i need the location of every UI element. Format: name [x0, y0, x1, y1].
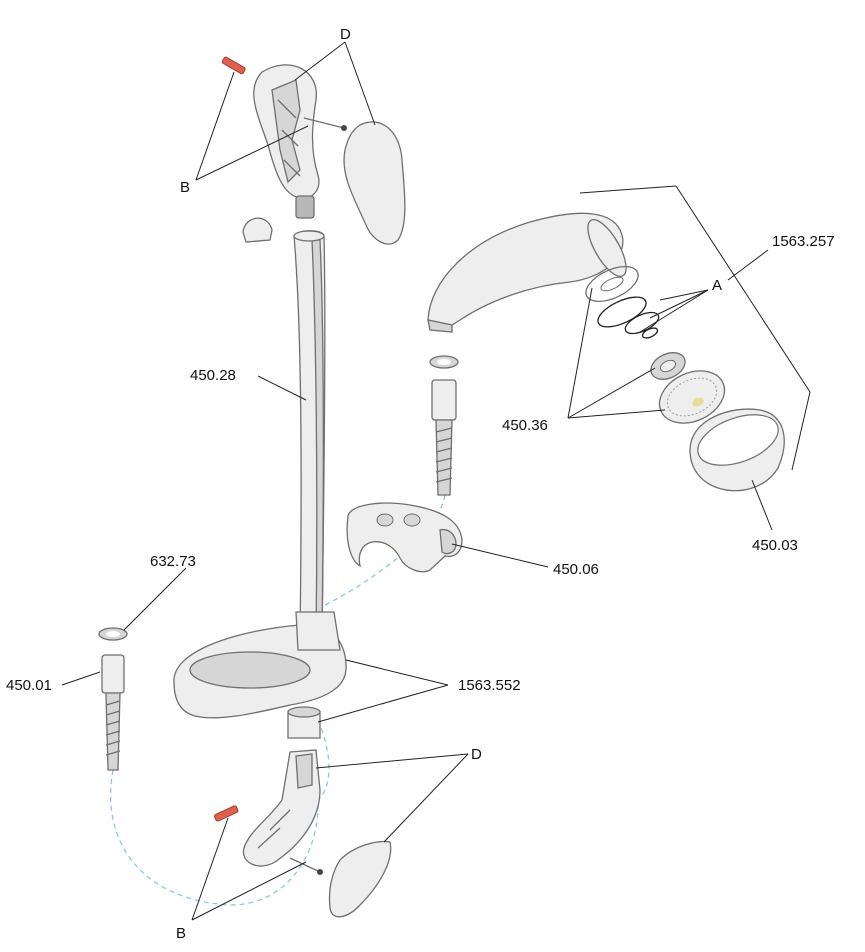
seal-set-a — [585, 266, 660, 339]
top-wall-plug-red — [221, 56, 246, 75]
label-b-bottom: B — [176, 925, 186, 942]
bottom-wall-plug-red — [214, 805, 239, 822]
top-screw — [303, 117, 347, 131]
hand-shower-head — [427, 212, 627, 333]
left-hose-fitting — [101, 654, 125, 771]
label-a: A — [712, 277, 722, 294]
slide-rail-tube — [293, 230, 326, 641]
right-washer — [429, 355, 459, 369]
bottom-screw — [289, 857, 323, 875]
bottom-bracket-cover — [328, 840, 392, 918]
label-1563-552: 1563.552 — [458, 677, 521, 694]
label-d-bottom: D — [471, 746, 482, 763]
spray-disk-large — [658, 370, 726, 424]
end-cap — [242, 217, 273, 243]
bottom-wall-bracket — [242, 749, 321, 867]
label-450-03: 450.03 — [752, 537, 798, 554]
label-1563-257: 1563.257 — [772, 233, 835, 250]
base-soap-dish — [173, 611, 347, 719]
label-632-73: 632.73 — [150, 553, 196, 570]
base-ring — [287, 706, 321, 739]
face-ring — [689, 408, 785, 492]
right-hose-fitting — [431, 379, 457, 496]
label-450-36: 450.36 — [502, 417, 548, 434]
top-wall-bracket — [253, 64, 320, 219]
label-450-01: 450.01 — [6, 677, 52, 694]
label-450-06: 450.06 — [553, 561, 599, 578]
label-450-28: 450.28 — [190, 367, 236, 384]
shower-holder — [346, 502, 463, 573]
leader-lines — [61, 41, 811, 921]
top-bracket-cover — [343, 121, 406, 245]
left-washer-632-73 — [98, 627, 128, 641]
label-b-top: B — [180, 179, 190, 196]
label-d-top: D — [340, 26, 351, 43]
spray-disk-small — [650, 352, 686, 380]
